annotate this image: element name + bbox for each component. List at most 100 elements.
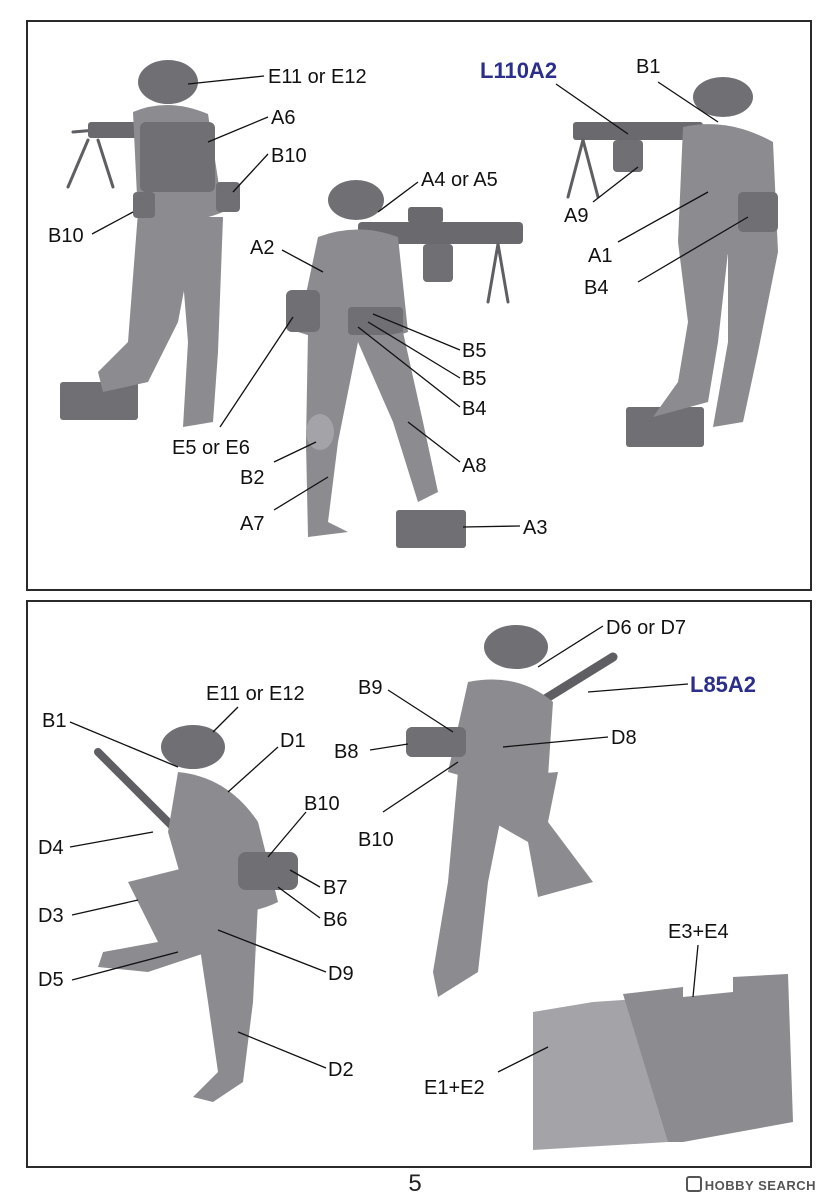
label-b10-top-right: B10: [271, 145, 307, 167]
crouching-figure-belt-pouches: [238, 852, 298, 890]
watermark: HOBBY SEARCH: [685, 1176, 816, 1193]
top-assembly-panel: E11 or E12 A6 B10 B10 A4 or A5 A2 B5 B5 …: [26, 20, 812, 591]
label-a9: A9: [564, 205, 588, 227]
leader-b1-bottom: [69, 721, 179, 768]
leader-d1: [227, 746, 279, 793]
leader-b6: [277, 886, 321, 919]
leader-a7: [273, 476, 329, 511]
right-figure-mg-bipod: [566, 138, 600, 199]
center-figure: [286, 180, 523, 548]
top-leader-lines: [91, 75, 749, 528]
right-figure-vest-pouch: [738, 192, 778, 232]
label-b6: B6: [323, 909, 347, 931]
leader-b10-bottom-left: [267, 811, 307, 858]
label-b4-center: B4: [462, 398, 486, 420]
leader-a9: [592, 166, 639, 203]
label-e3-plus-e4: E3+E4: [668, 921, 729, 943]
label-d3: D3: [38, 905, 64, 927]
right-figure-base-block: [626, 407, 704, 447]
leader-l110a2: [555, 83, 629, 135]
right-figure-mg: [573, 122, 703, 140]
label-b5-first: B5: [462, 340, 486, 362]
label-d2: D2: [328, 1059, 354, 1081]
leader-a2: [281, 249, 324, 273]
leader-b7: [289, 869, 321, 888]
rear-view-figure: [60, 60, 240, 427]
rear-figure-pouch-right: [216, 182, 240, 212]
label-a8: A8: [462, 455, 486, 477]
label-d5: D5: [38, 969, 64, 991]
label-b10-bottom-left: B10: [304, 793, 340, 815]
leader-b5-1: [372, 313, 461, 351]
rear-figure-right-leg: [178, 217, 223, 427]
label-b7: B7: [323, 877, 347, 899]
watermark-text: HOBBY SEARCH: [704, 1178, 816, 1193]
barricade-wall: [533, 974, 793, 1150]
center-figure-base-block: [396, 510, 466, 548]
leader-a4: [377, 181, 419, 213]
rear-figure-pouch-left: [133, 192, 155, 218]
stepping-figure-standing-leg: [433, 772, 508, 997]
label-b1-bottom: B1: [42, 710, 66, 732]
barricade-rear-panel: [623, 974, 793, 1142]
label-e11-or-e12-top: E11 or E12: [268, 66, 367, 88]
label-b8: B8: [334, 741, 358, 763]
stepping-figure-helmet: [484, 625, 548, 669]
label-d9: D9: [328, 963, 354, 985]
center-figure-knee-pad: [306, 414, 334, 450]
label-b2: B2: [240, 467, 264, 489]
center-figure-mg: [358, 222, 523, 244]
leader-b8: [369, 743, 409, 751]
leader-d6: [537, 625, 604, 668]
leader-e5: [219, 316, 294, 428]
stepping-figure: [406, 625, 618, 997]
top-panel-illustration: E11 or E12 A6 B10 B10 A4 or A5 A2 B5 B5 …: [48, 56, 778, 548]
center-figure-mg-box: [423, 244, 453, 282]
label-d8: D8: [611, 727, 637, 749]
label-a6: A6: [271, 107, 295, 129]
leader-b10-bottom-center: [382, 761, 459, 813]
leader-d4: [69, 831, 154, 848]
watermark-logo-icon: [685, 1176, 702, 1192]
crouching-figure: [94, 725, 298, 1102]
label-d4: D4: [38, 837, 64, 859]
top-labels: E11 or E12 A6 B10 B10 A4 or A5 A2 B5 B5 …: [48, 56, 660, 539]
label-a2: A2: [250, 237, 274, 259]
leader-a3: [462, 525, 521, 528]
center-figure-mg-bipod: [486, 242, 510, 304]
leader-e11-bottom: [212, 706, 239, 733]
center-figure-helmet: [328, 180, 384, 220]
leader-b1-top: [657, 81, 719, 123]
center-figure-right-leg: [358, 332, 438, 502]
label-b10-top-left: B10: [48, 225, 84, 247]
leader-a8: [407, 421, 461, 463]
bottom-labels: E11 or E12 B1 D1 D4 B10 B7 B6 D3 D9 D5 D…: [38, 617, 756, 1099]
leader-a1: [617, 191, 709, 243]
leader-e1-e2: [497, 1046, 549, 1073]
label-e5-or-e6: E5 or E6: [172, 437, 250, 459]
leader-d3: [71, 899, 139, 916]
label-b1-top: B1: [636, 56, 660, 78]
leader-d8: [502, 736, 609, 748]
leader-b10-right: [232, 153, 269, 193]
page-number: 5: [408, 1170, 422, 1197]
leader-b2: [273, 441, 317, 463]
label-a7: A7: [240, 513, 264, 535]
label-a1: A1: [588, 245, 612, 267]
leader-e11-top: [187, 75, 265, 85]
rear-figure-base-block: [60, 382, 138, 420]
bottom-leader-lines: [69, 625, 699, 1073]
leader-d5: [71, 951, 179, 981]
right-figure: [566, 77, 778, 447]
leader-b5-2: [367, 321, 461, 379]
label-e11-or-e12-bottom: E11 or E12: [206, 683, 305, 705]
weapon-label-l85a2: L85A2: [690, 672, 756, 697]
leader-b9: [387, 689, 454, 733]
crouching-figure-standing-leg: [193, 902, 258, 1102]
right-figure-torso: [678, 124, 778, 256]
right-figure-left-leg: [653, 242, 728, 417]
label-e1-plus-e2: E1+E2: [424, 1077, 485, 1099]
leader-d2: [237, 1031, 327, 1069]
label-b10-bottom-center: B10: [358, 829, 394, 851]
right-figure-mg-box: [613, 140, 643, 172]
